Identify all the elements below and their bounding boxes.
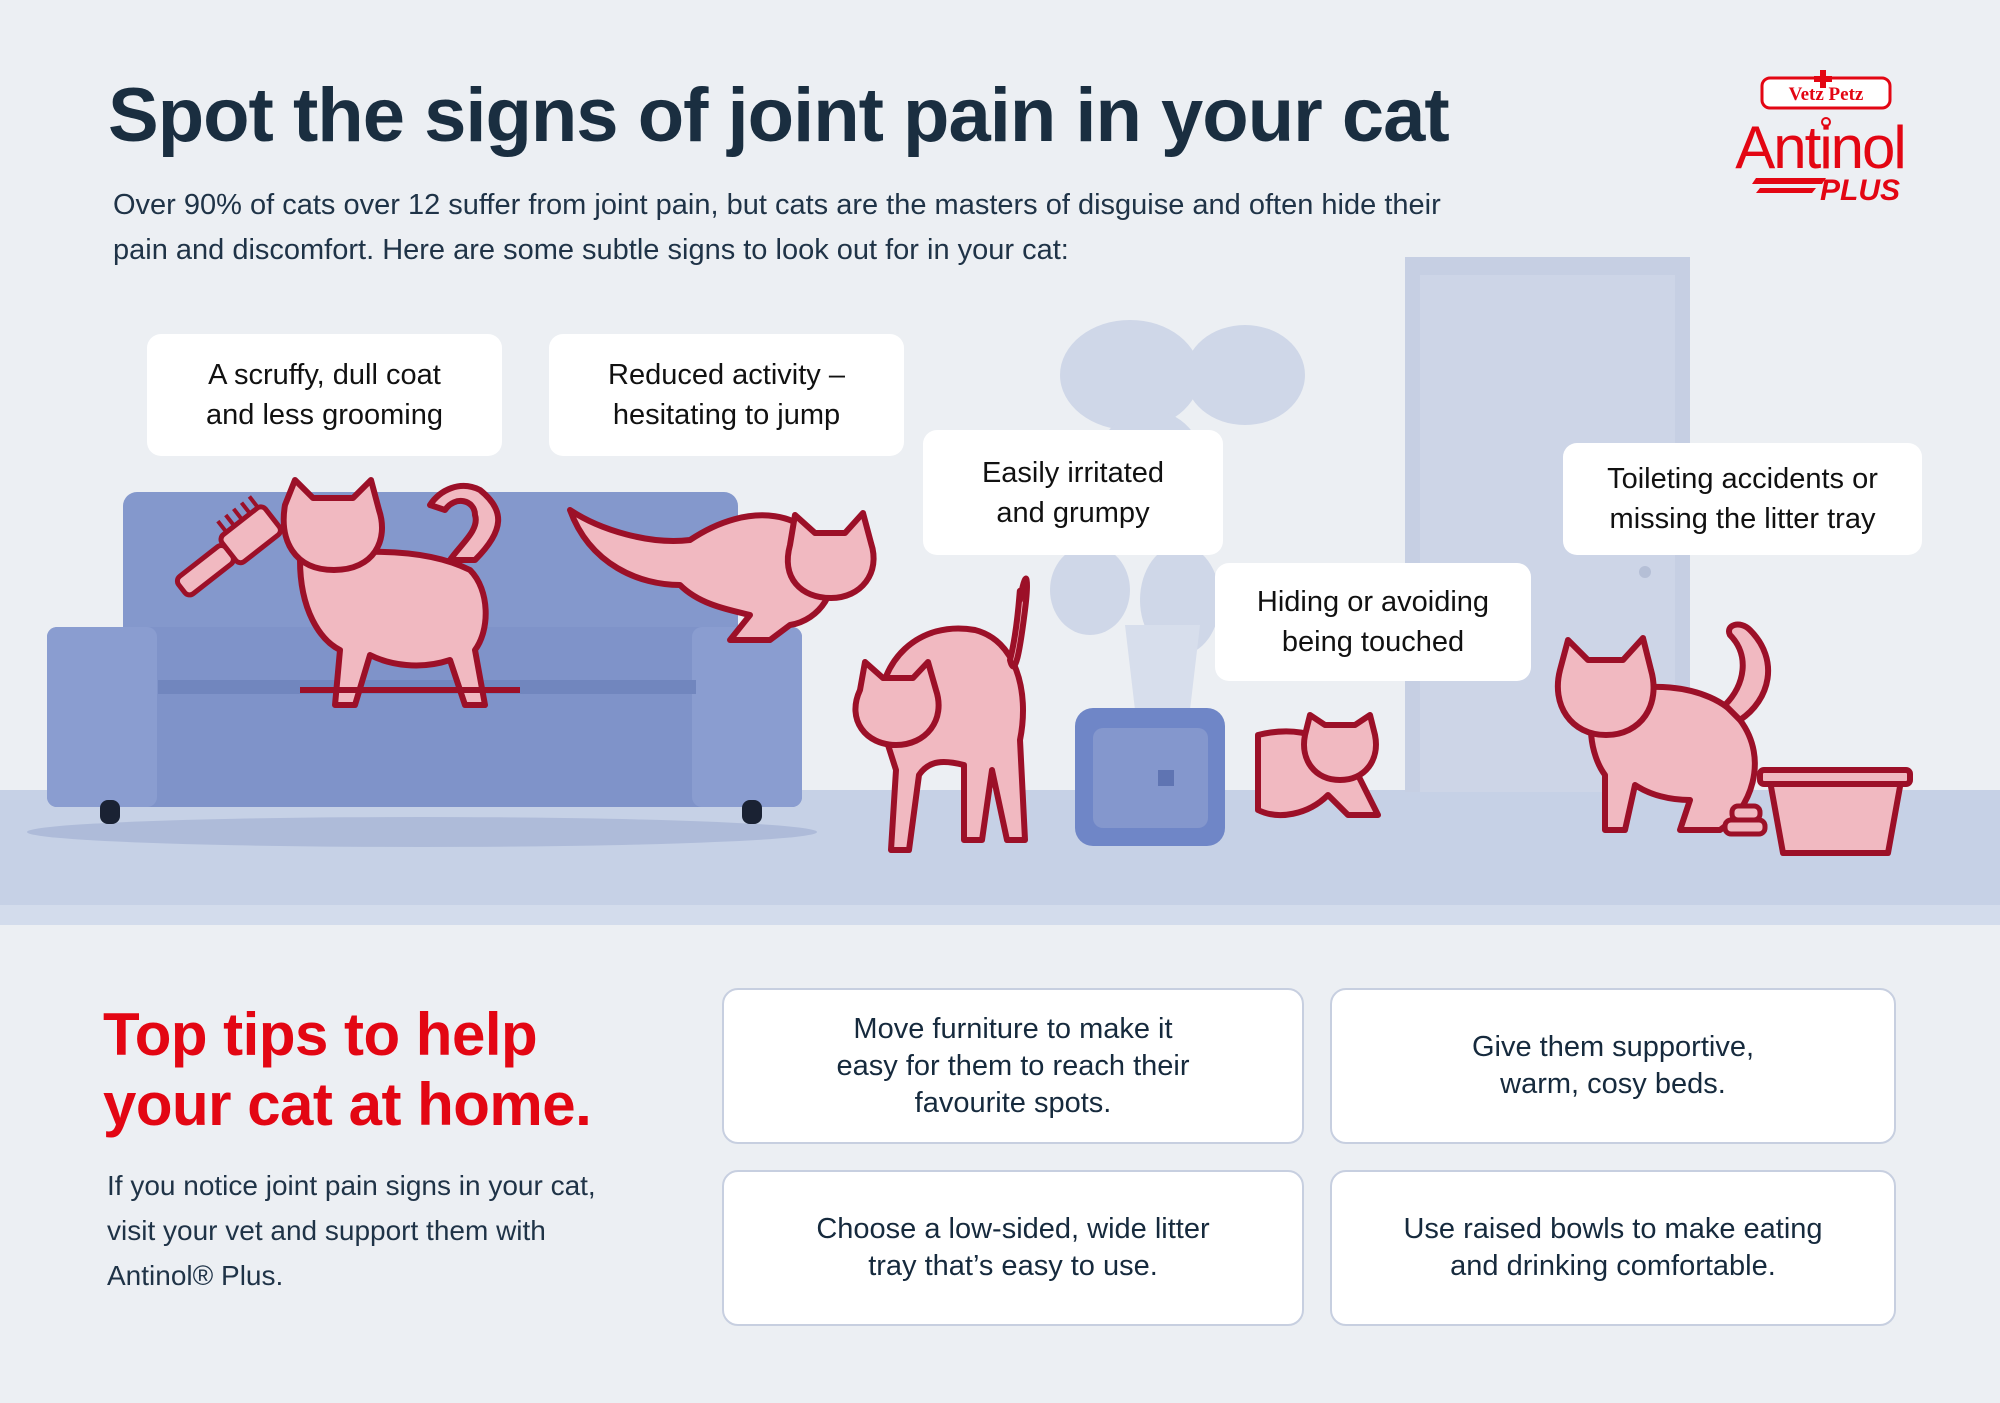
cat-icon: [1554, 621, 1771, 833]
sign-text-line: hesitating to jump: [612, 399, 841, 431]
sign-text-line: missing the litter tray: [1609, 503, 1876, 535]
sign-text-line: Hiding or avoiding: [1256, 586, 1490, 618]
poop-icon: [1722, 803, 1768, 837]
logo-brand-text: Antinol: [1735, 114, 1904, 181]
sign-text-line: being touched: [1281, 626, 1465, 658]
sign-text-line: and grumpy: [996, 496, 1150, 529]
sign-text-line: Toileting accidents or: [1607, 463, 1878, 495]
litter-tray-icon: [1757, 767, 1913, 856]
cat-icon: [280, 477, 520, 708]
sign-text-line: A scruffy, dull coat: [208, 359, 441, 391]
sign-bubble-toileting: Toileting accidents or missing the litter…: [1563, 443, 1922, 555]
sign-text-line: and less grooming: [206, 399, 443, 431]
tips-title: Top tips to help your cat at home.: [103, 1000, 592, 1140]
page-title: Spot the signs of joint pain in your cat: [108, 73, 1450, 158]
sign-text-line: Easily irritated: [981, 456, 1165, 489]
sign-bubble-activity: Reduced activity – hesitating to jump: [549, 334, 904, 456]
sign-bubble-irritated: Easily irritated and grumpy: [923, 430, 1223, 555]
tips-title-line2: your cat at home.: [103, 1071, 592, 1138]
tips-title-line1: Top tips to help: [103, 1001, 538, 1068]
logo-badge-text: Vetz Petz: [1789, 84, 1864, 105]
tips-text: If you notice joint pain signs in your c…: [107, 1170, 596, 1291]
brush-icon: [174, 495, 283, 598]
sign-text-line: Reduced activity –: [608, 359, 845, 391]
sign-bubble-coat: A scruffy, dull coat and less grooming: [147, 334, 502, 456]
cat-icon: [567, 507, 877, 643]
sign-bubble-hiding: Hiding or avoiding being touched: [1215, 563, 1531, 681]
intro-text: Over 90% of cats over 12 suffer from joi…: [113, 189, 1441, 266]
logo-sub-text: PLUS: [1820, 174, 1900, 207]
antinol-plus-logo: Vetz Petz Antinol PLUS: [1735, 70, 1907, 207]
box-icon: [1075, 708, 1225, 846]
cat-icon: [852, 575, 1031, 853]
sofa-icon: [27, 492, 817, 847]
cat-icon: [1255, 712, 1381, 818]
tip-card-beds: Give them supportive,warm, cosy beds.: [1330, 988, 1896, 1144]
